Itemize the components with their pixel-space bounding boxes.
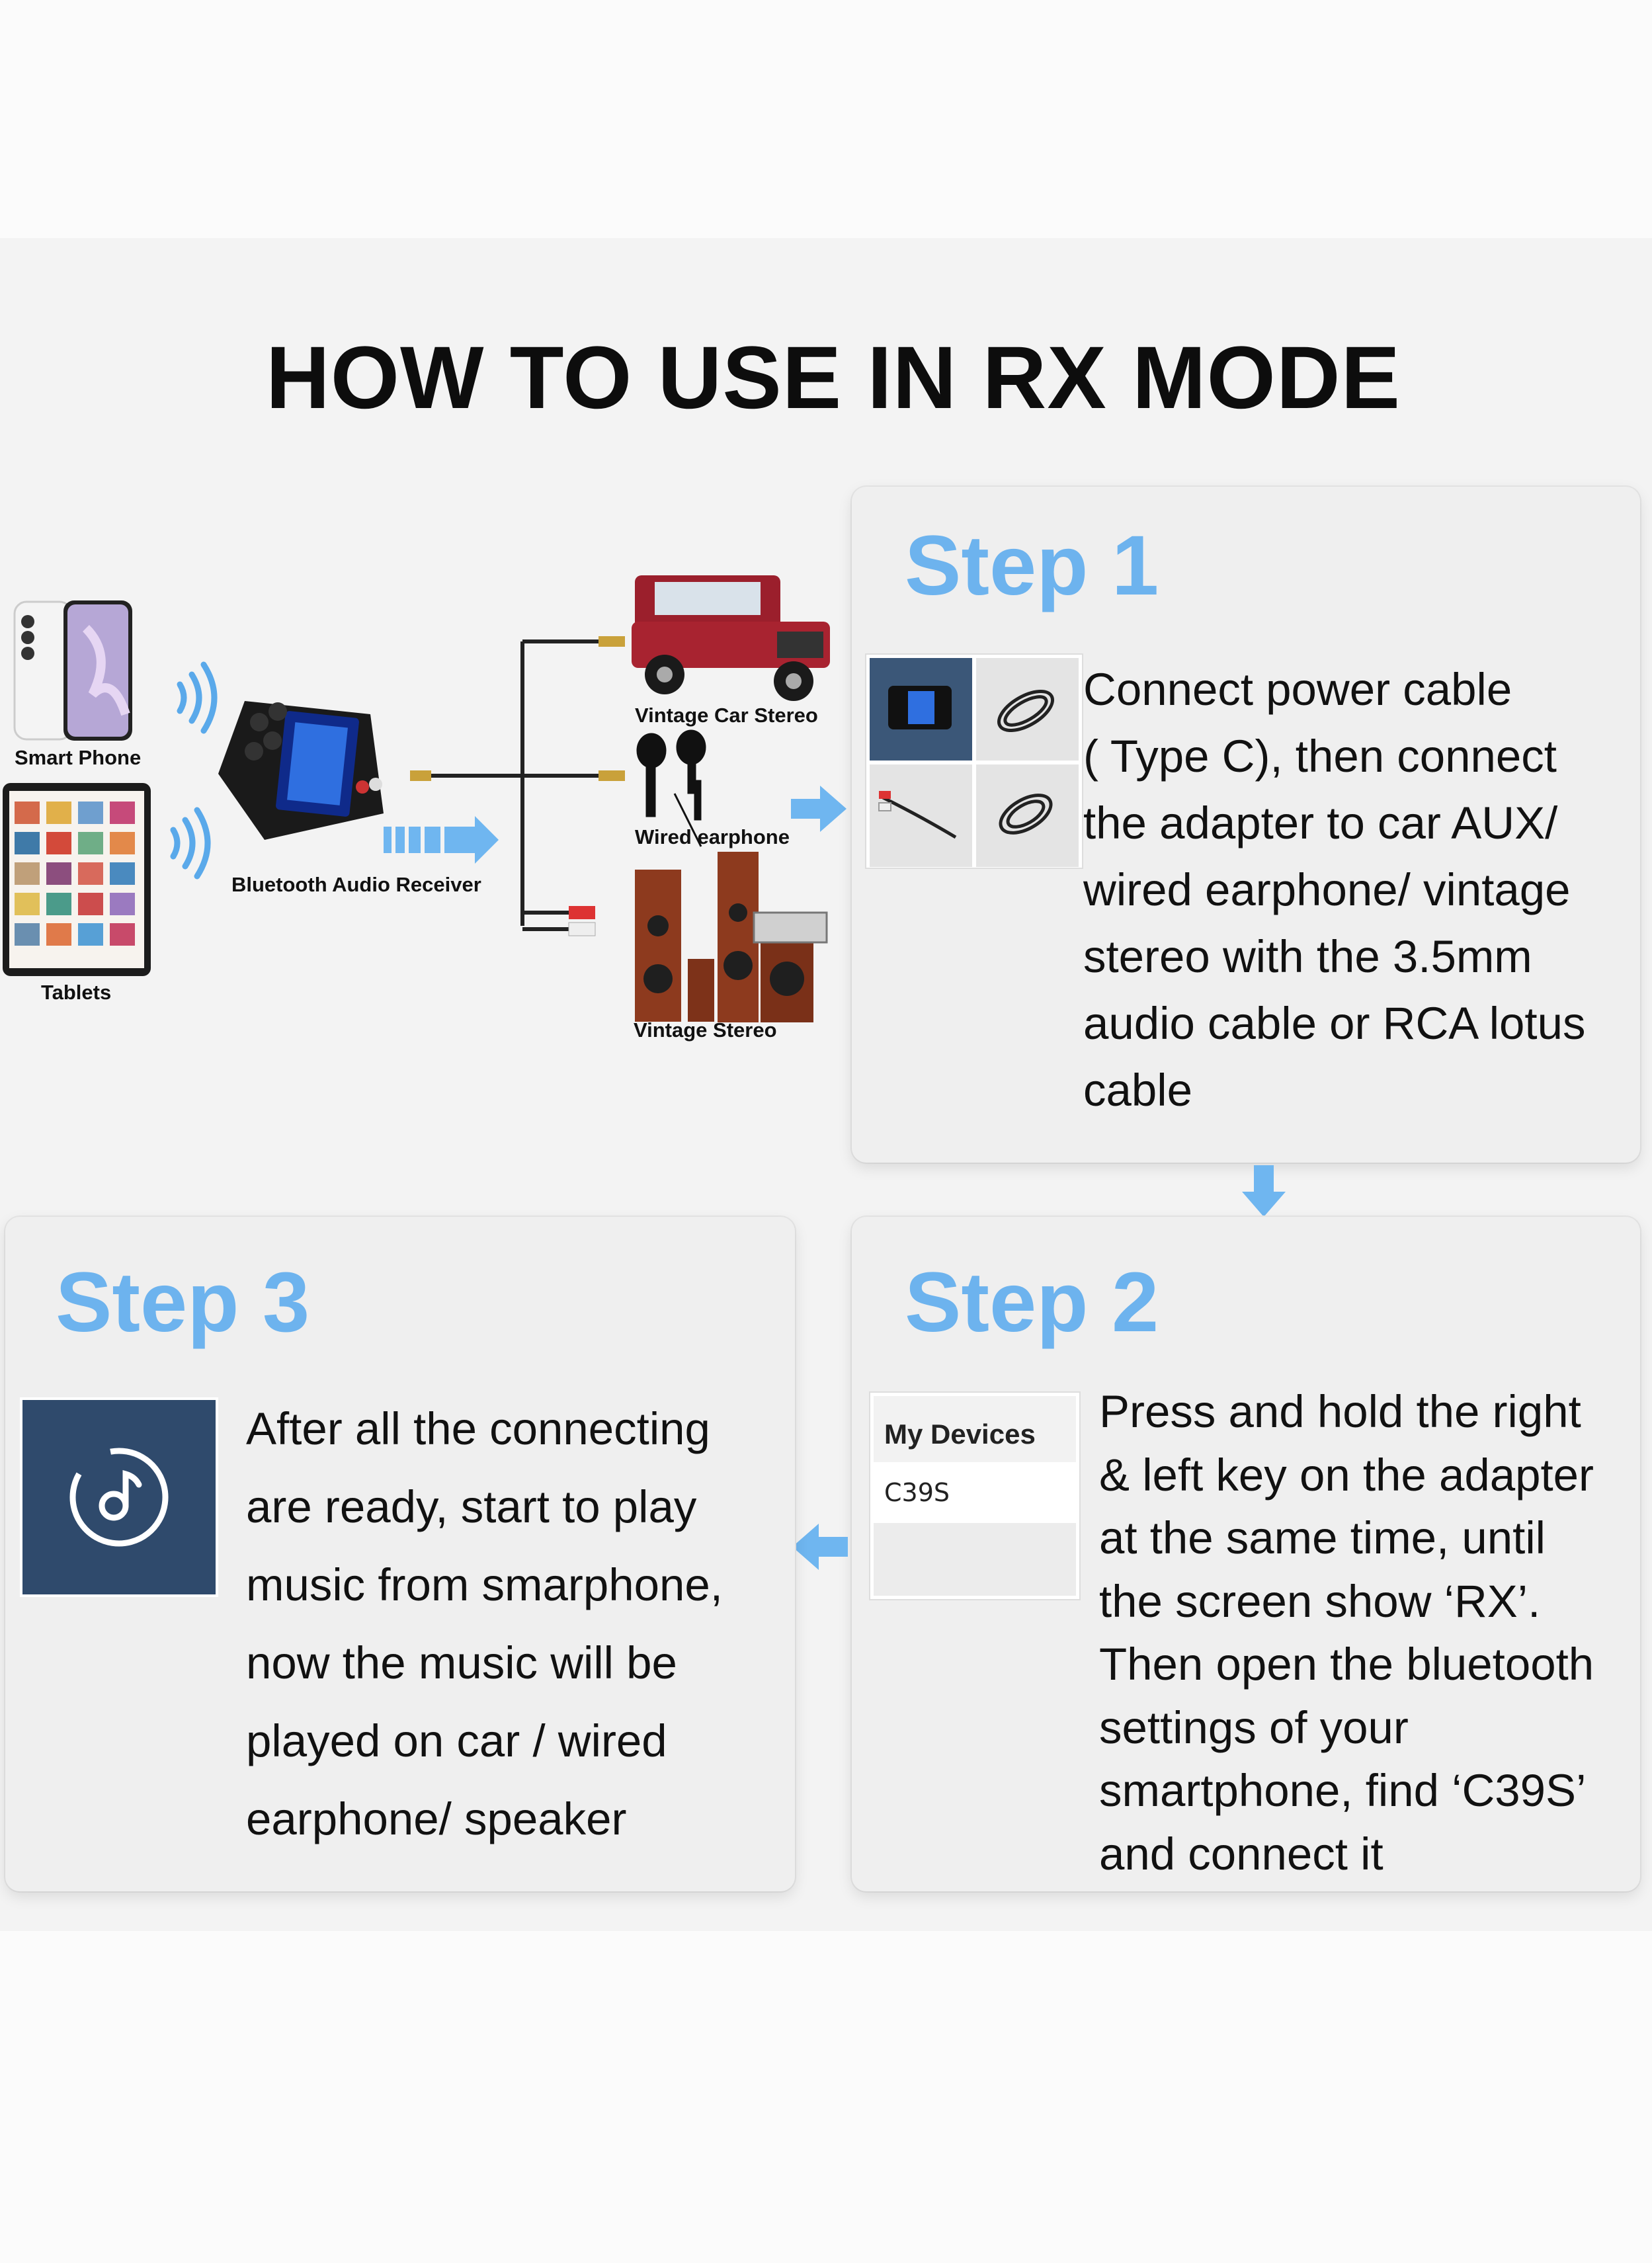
- device-list-empty: [874, 1523, 1076, 1596]
- step2-text: Press and hold the right & left key on t…: [1099, 1386, 1594, 1879]
- step3-title: Step 3: [56, 1255, 310, 1350]
- audio-cables: [410, 639, 599, 931]
- vintage-car-image: [632, 575, 830, 701]
- tablet-image: [3, 783, 151, 976]
- vintage-stereo-image: [635, 852, 828, 1022]
- direction-arrow: [384, 816, 499, 864]
- bluetooth-receiver-image: [218, 701, 384, 840]
- step1-text: Connect power cable ( Type C), then conn…: [1083, 664, 1586, 1116]
- step3-text: After all the connecting are ready, star…: [246, 1403, 723, 1844]
- cable-thumbnail: [976, 658, 1079, 761]
- tablets-caption: Tablets: [41, 981, 112, 1004]
- jack-plugs: [410, 636, 625, 936]
- rca-cable-thumbnail: [870, 764, 972, 867]
- page-title: HOW TO USE IN RX MODE: [266, 329, 1401, 427]
- devices-header: My Devices: [874, 1396, 1076, 1462]
- smart-phone-image: [13, 600, 132, 741]
- arrow-right-icon: [791, 786, 847, 832]
- arrow-left-icon: [792, 1524, 848, 1570]
- step1-thumbnails: [866, 655, 1082, 868]
- smart-phone-caption: Smart Phone: [15, 746, 142, 769]
- music-note-icon: [69, 1448, 169, 1547]
- arrow-down-icon: [1242, 1165, 1286, 1217]
- adapter-thumbnail: [870, 658, 972, 761]
- signal-icon: [170, 661, 218, 880]
- step2-title: Step 2: [905, 1255, 1159, 1350]
- wired-earphone-image: [636, 729, 706, 847]
- receiver-caption: Bluetooth Audio Receiver: [231, 873, 481, 896]
- device-item-c39s[interactable]: C39S: [874, 1462, 1076, 1523]
- music-tile: [20, 1397, 218, 1597]
- car-stereo-caption: Vintage Car Stereo: [635, 704, 818, 727]
- vintage-stereo-caption: Vintage Stereo: [634, 1018, 777, 1042]
- my-devices-panel: My Devices C39S: [870, 1393, 1079, 1599]
- connection-diagram: [3, 575, 830, 1022]
- wired-earphone-caption: Wired earphone: [635, 825, 790, 848]
- aux-cable-thumbnail: [976, 764, 1079, 867]
- step1-title: Step 1: [905, 518, 1159, 613]
